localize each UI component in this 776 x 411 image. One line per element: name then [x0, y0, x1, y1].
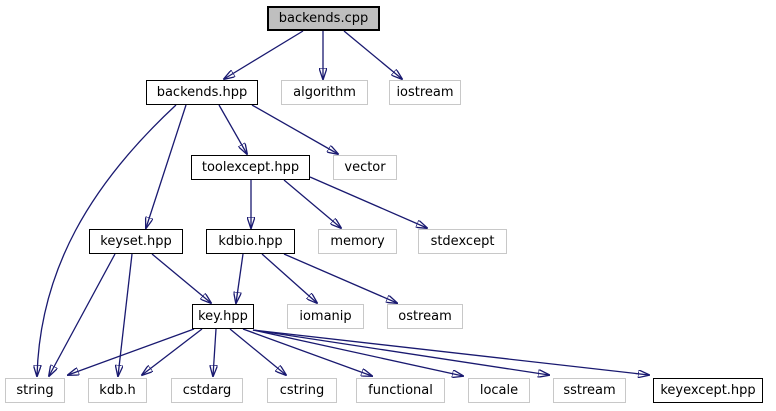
node-memory: memory: [318, 229, 397, 254]
node-backends-cpp: backends.cpp: [267, 6, 380, 31]
node-keyexcept-hpp[interactable]: keyexcept.hpp: [653, 378, 763, 403]
edge-key-hpp-to-kdb-h: [142, 328, 203, 375]
node-key-hpp[interactable]: key.hpp: [192, 304, 254, 329]
edge-key-hpp-to-functional: [242, 328, 372, 376]
node-sstream: sstream: [553, 378, 626, 403]
node-toolexcept-hpp[interactable]: toolexcept.hpp: [191, 155, 310, 180]
edge-backends-hpp-to-string: [37, 104, 177, 376]
node-kdbio-hpp[interactable]: kdbio.hpp: [206, 229, 295, 254]
node-iostream: iostream: [389, 80, 461, 105]
node-stdexcept: stdexcept: [418, 229, 507, 254]
edge-kdbio-hpp-to-key-hpp: [236, 253, 244, 303]
node-cstdarg: cstdarg: [171, 378, 243, 403]
node-locale: locale: [468, 378, 530, 403]
edge-key-hpp-to-string: [68, 328, 195, 375]
edge-key-hpp-to-sstream: [252, 329, 549, 375]
edge-key-hpp-to-locale: [252, 329, 463, 376]
node-iomanip: iomanip: [287, 304, 364, 329]
edge-backends-hpp-to-vector: [251, 104, 338, 154]
node-ostream: ostream: [387, 304, 463, 329]
node-string: string: [5, 378, 65, 403]
node-cstring: cstring: [267, 378, 337, 403]
edge-kdbio-hpp-to-iomanip: [261, 253, 317, 303]
node-algorithm: algorithm: [281, 80, 368, 105]
edge-toolexcept-hpp-to-memory: [283, 179, 341, 228]
edge-backends-hpp-to-toolexcept-hpp: [218, 104, 247, 154]
edge-keyset-hpp-to-string: [49, 253, 116, 376]
node-vector: vector: [333, 155, 397, 180]
edge-kdbio-hpp-to-ostream: [283, 253, 397, 303]
node-functional: functional: [356, 378, 445, 403]
edge-keyset-hpp-to-key-hpp: [151, 253, 211, 303]
node-kdb-h: kdb.h: [88, 378, 147, 403]
edge-key-hpp-to-cstdarg: [213, 328, 216, 376]
edge-toolexcept-hpp-to-stdexcept: [309, 176, 427, 228]
edge-backends-cpp-to-iostream: [343, 30, 402, 79]
node-backends-hpp[interactable]: backends.hpp: [146, 80, 258, 105]
edge-key-hpp-to-cstring: [229, 328, 286, 375]
node-keyset-hpp[interactable]: keyset.hpp: [89, 229, 183, 254]
edge-keyset-hpp-to-kdb-h: [118, 253, 133, 376]
edge-backends-hpp-to-keyset-hpp: [146, 104, 187, 228]
edge-backends-cpp-to-backends-hpp: [224, 30, 304, 79]
edge-key-hpp-to-keyexcept-hpp: [252, 329, 649, 375]
